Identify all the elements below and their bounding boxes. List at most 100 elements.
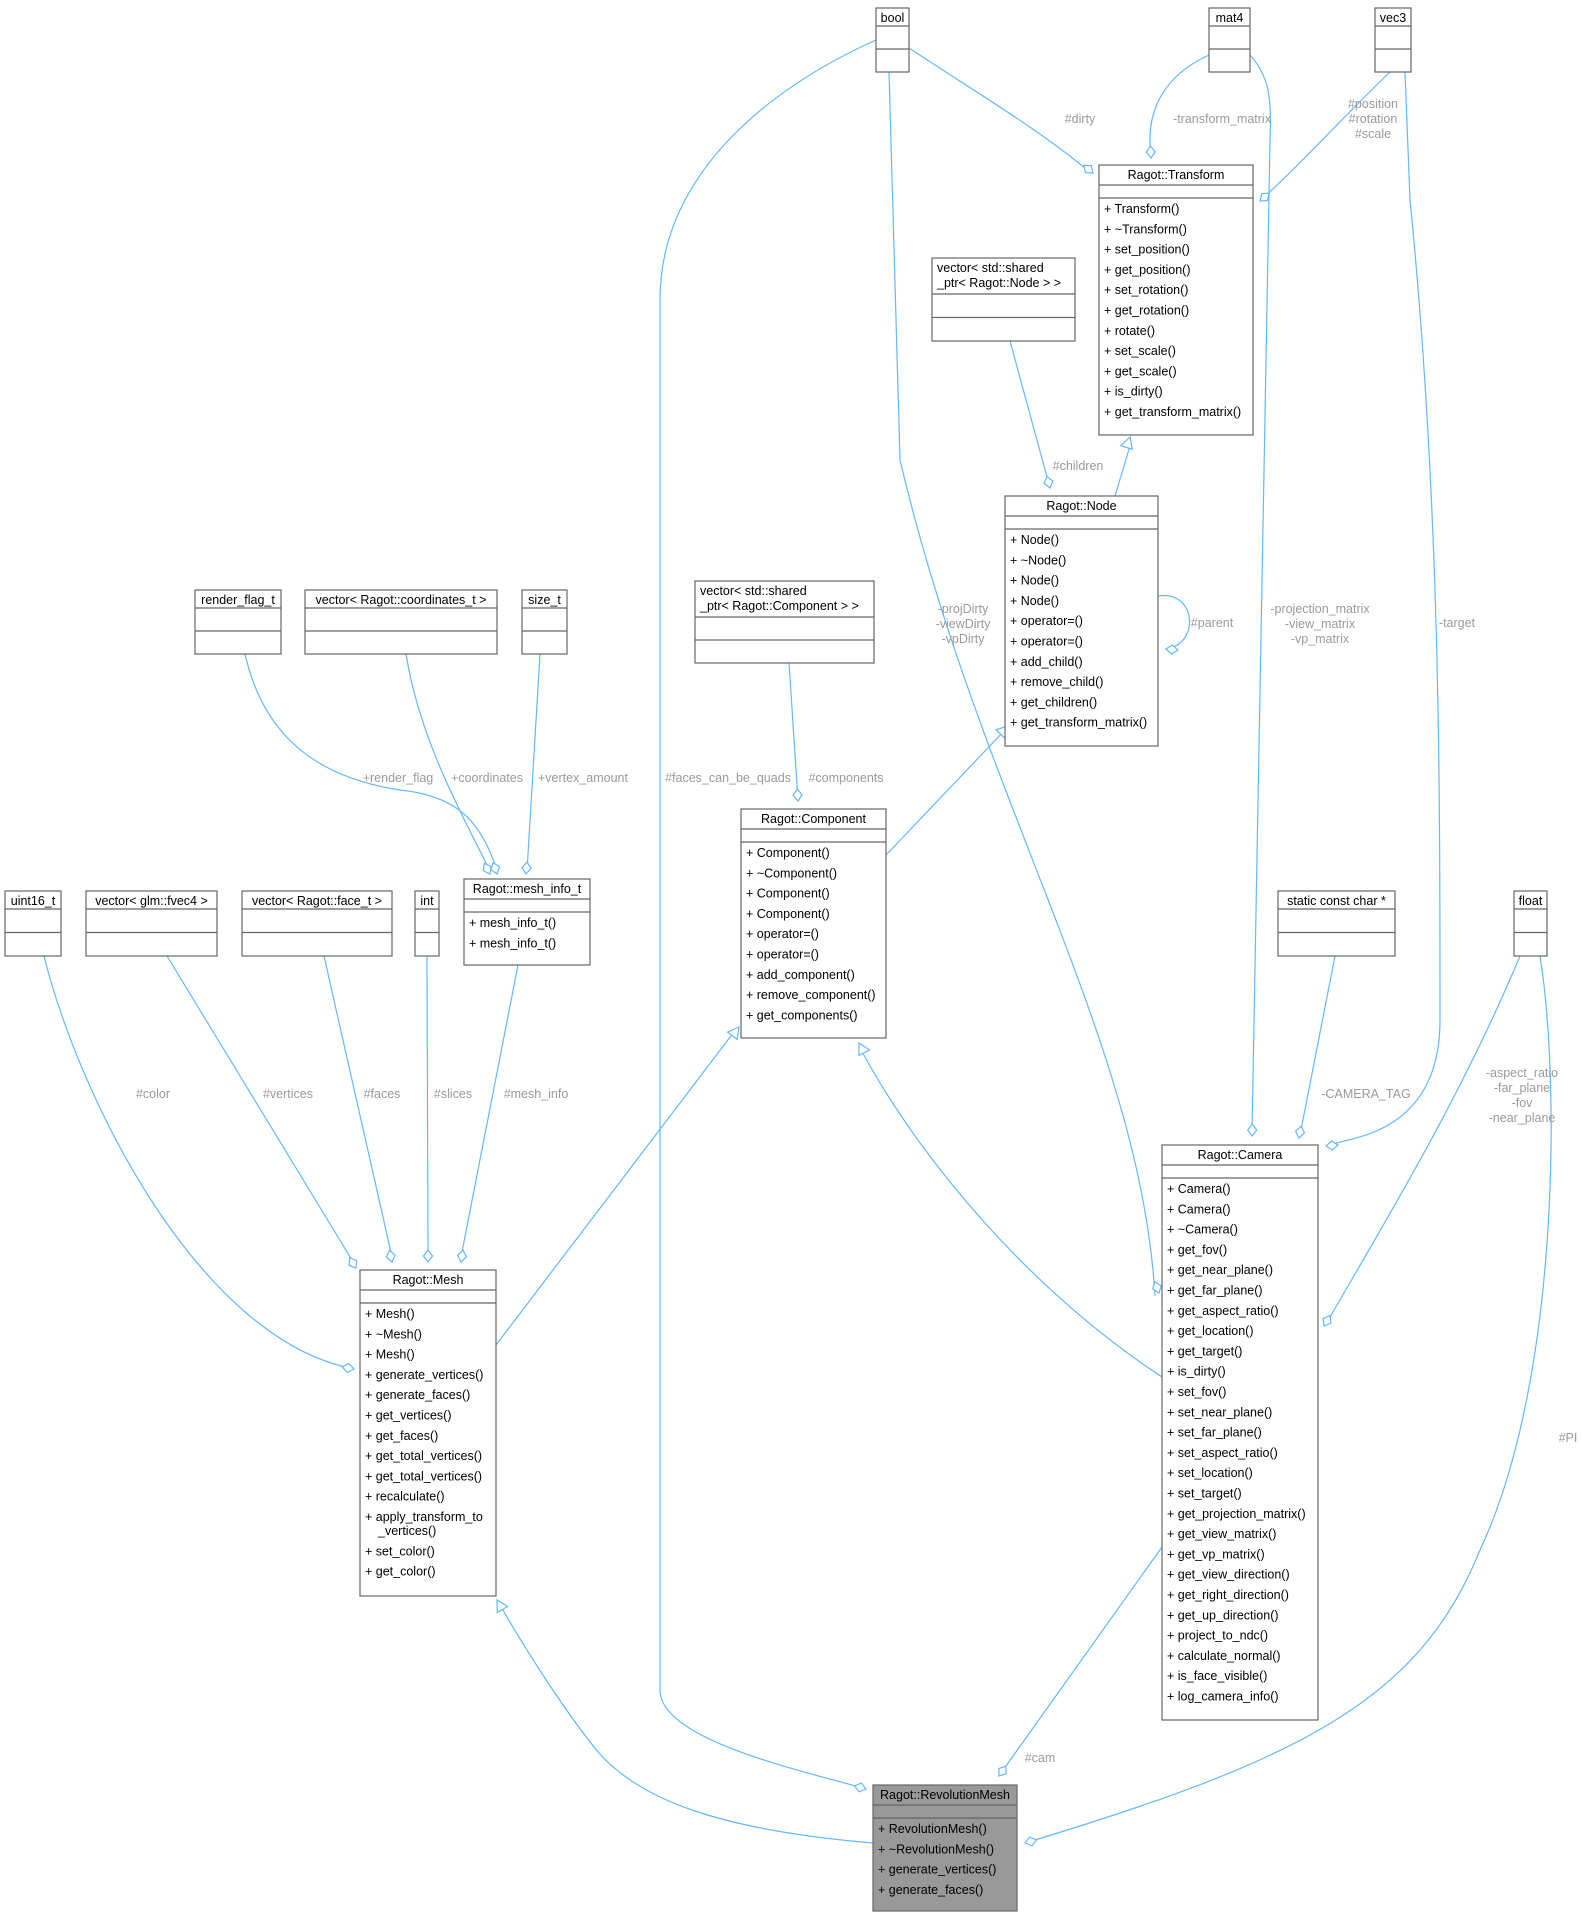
class-title: Ragot::Component	[761, 812, 866, 826]
class-box-uint16[interactable]: uint16_t	[4, 890, 62, 957]
class-box-vecfvec4[interactable]: vector< glm::fvec4 >	[85, 890, 218, 957]
inheritance-arrow-node-to-transform	[1119, 435, 1134, 451]
member-method: + ~Camera()	[1167, 1223, 1238, 1237]
member-method: + operator=()	[746, 948, 819, 962]
member-method: + mesh_info_t()	[469, 936, 556, 950]
edge-label-parent: #parent	[1191, 616, 1234, 630]
member-method: + get_faces()	[365, 1429, 438, 1443]
class-box-int[interactable]: int	[414, 890, 440, 957]
aggregation-diamond-veccoord-to-meshinfo	[482, 862, 492, 875]
member-method: + ~Node()	[1010, 553, 1066, 567]
class-box-frame	[1098, 164, 1254, 436]
member-method: + set_aspect_ratio()	[1167, 1446, 1278, 1460]
class-box-frame	[694, 580, 875, 664]
member-method: + set_near_plane()	[1167, 1405, 1272, 1419]
class-box-mesh[interactable]: Ragot::Mesh+ Mesh()+ ~Mesh()+ Mesh()+ ge…	[359, 1269, 497, 1597]
member-method: + rotate()	[1104, 324, 1155, 338]
edge-label-cam: #cam	[1025, 1751, 1056, 1765]
edge-label-aspect: -far_plane	[1494, 1081, 1550, 1095]
member-method: + Transform()	[1104, 202, 1179, 216]
member-method: + get_view_matrix()	[1167, 1527, 1276, 1541]
edge-label-pi: #PI	[1559, 1431, 1578, 1445]
member-method: + operator=()	[1010, 635, 1083, 649]
class-box-frame	[872, 1784, 1018, 1912]
aggregation-diamond-float-to-camera	[1322, 1314, 1332, 1327]
member-method: + set_target()	[1167, 1487, 1242, 1501]
class-title: Ragot::Mesh	[393, 1273, 464, 1287]
class-box-component[interactable]: Ragot::Component+ Component()+ ~Componen…	[740, 808, 887, 1039]
member-method: + remove_component()	[746, 988, 876, 1002]
member-method: + ~Transform()	[1104, 222, 1187, 236]
class-box-float[interactable]: float	[1513, 890, 1548, 957]
aggregation-diamond-mat4-to-camera	[1246, 1123, 1258, 1137]
member-method: + RevolutionMesh()	[878, 1822, 987, 1836]
aggregation-diamond-veccomp-to-component	[792, 788, 803, 802]
member-method: + remove_child()	[1010, 675, 1103, 689]
class-box-bool[interactable]: bool	[875, 7, 910, 73]
member-method: + get_rotation()	[1104, 304, 1189, 318]
edge-label-aspect: -near_plane	[1489, 1111, 1556, 1125]
class-box-frame	[304, 589, 498, 655]
class-box-veccomp[interactable]: vector< std::shared_ptr< Ragot::Componen…	[694, 580, 875, 664]
class-box-vecnode[interactable]: vector< std::shared_ptr< Ragot::Node > >	[931, 257, 1076, 342]
edge-float-to-revmesh	[1024, 955, 1552, 1844]
edge-int-to-mesh	[426, 955, 429, 1258]
class-title: Ragot::mesh_info_t	[473, 882, 582, 896]
class-box-vec3[interactable]: vec3	[1374, 7, 1412, 73]
class-box-vecface[interactable]: vector< Ragot::face_t >	[241, 890, 393, 957]
edge-constchar-to-camera	[1299, 955, 1336, 1136]
member-method: + get_aspect_ratio()	[1167, 1304, 1279, 1318]
edge-vecnode-to-node	[1009, 340, 1051, 489]
member-method: + generate_vertices()	[878, 1863, 996, 1877]
edge-node-parent-loop	[1157, 595, 1191, 649]
aggregation-diamond-renderflag-to-meshinfo	[490, 861, 501, 875]
aggregation-diamond-meshinfo-to-mesh	[456, 1249, 468, 1263]
class-box-mat4[interactable]: mat4	[1208, 7, 1251, 73]
edge-label-projdirty: -projDirty	[938, 602, 989, 616]
edge-meshinfo-to-mesh	[460, 964, 519, 1258]
edge-mesh-to-component	[495, 1027, 738, 1346]
class-box-constchar[interactable]: static const char *	[1277, 890, 1396, 957]
member-method: + set_location()	[1167, 1466, 1253, 1480]
class-box-render_flag[interactable]: render_flag_t	[194, 589, 282, 655]
aggregation-diamond-vecface-to-mesh	[385, 1249, 396, 1263]
edge-vec3-to-transform	[1261, 71, 1391, 200]
class-box-camera[interactable]: Ragot::Camera+ Camera()+ Camera()+ ~Came…	[1161, 1144, 1319, 1721]
edge-vecface-to-mesh	[323, 955, 393, 1258]
edge-label-projmatrix: -vp_matrix	[1291, 632, 1350, 646]
class-box-transform[interactable]: Ragot::Transform+ Transform()+ ~Transfor…	[1098, 164, 1254, 436]
member-method: + get_scale()	[1104, 364, 1177, 378]
edge-label-slices: #slices	[434, 1087, 472, 1101]
member-method: + mesh_info_t()	[469, 916, 556, 930]
member-method: + get_right_direction()	[1167, 1588, 1289, 1602]
class-box-node[interactable]: Ragot::Node+ Node()+ ~Node()+ Node()+ No…	[1004, 495, 1159, 747]
member-method: + set_rotation()	[1104, 283, 1188, 297]
aggregation-diamond-bool-to-transform	[1083, 164, 1094, 174]
class-title: vec3	[1380, 11, 1406, 25]
class-box-revmesh[interactable]: Ragot::RevolutionMesh+ RevolutionMesh()+…	[872, 1784, 1018, 1912]
class-title: int	[420, 894, 434, 908]
member-method: + generate_faces()	[878, 1883, 983, 1897]
class-box-veccoord[interactable]: vector< Ragot::coordinates_t >	[304, 589, 498, 655]
member-method: + get_total_vertices()	[365, 1469, 482, 1483]
class-box-frame	[194, 589, 282, 655]
class-title: Ragot::Node	[1046, 499, 1116, 513]
inheritance-arrow-mesh-to-component	[726, 1025, 740, 1041]
member-method: + generate_vertices()	[365, 1368, 483, 1382]
aggregation-diamond-sizet-to-meshinfo	[521, 861, 532, 875]
class-box-meshinfo[interactable]: Ragot::mesh_info_t+ mesh_info_t()+ mesh_…	[463, 878, 591, 966]
inheritance-arrow-camera-to-component	[858, 1041, 871, 1057]
edge-label-posrotscale: #rotation	[1349, 112, 1398, 126]
member-method: + Camera()	[1167, 1202, 1231, 1216]
class-title: Ragot::Camera	[1198, 1148, 1283, 1162]
edge-sizet-to-meshinfo	[526, 653, 541, 872]
edge-veccomp-to-component	[788, 662, 799, 801]
member-method: + set_scale()	[1104, 344, 1176, 358]
edge-vecfvec4-to-mesh	[166, 955, 356, 1266]
aggregation-diamond-bool-to-revmesh	[853, 1782, 867, 1793]
edge-camera-to-component	[859, 1047, 1163, 1378]
class-title: render_flag_t	[201, 593, 275, 607]
class-box-size_t[interactable]: size_t	[521, 589, 568, 655]
class-box-frame	[463, 878, 591, 966]
